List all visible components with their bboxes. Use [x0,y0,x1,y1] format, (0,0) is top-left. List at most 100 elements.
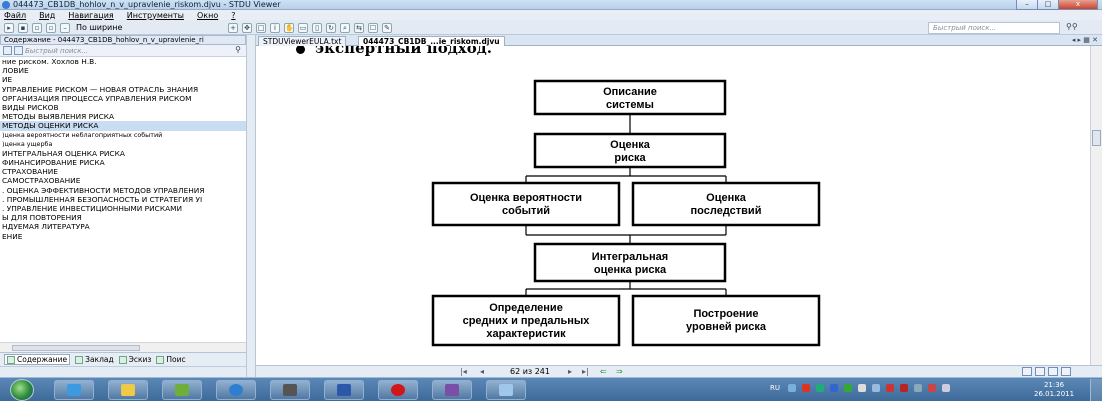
rotate-icon[interactable]: ↻ [326,22,336,33]
back-forward-icon[interactable]: ⇆ [354,22,364,33]
grid-view-icon[interactable] [1061,367,1071,376]
taskbar-terminal[interactable] [270,380,310,400]
language-indicator[interactable]: RU [770,384,780,392]
pan-icon[interactable]: ✥ [242,22,252,33]
zoom-in-icon[interactable]: + [228,22,238,33]
tray-alert-icon[interactable] [900,384,908,392]
tree-item[interactable]: . УПРАВЛЕНИЕ ИНВЕСТИЦИОННЫМИ РИСКАМИ [2,204,183,213]
tree-item[interactable]: МЕТОДЫ ОЦЕНКИ РИСКА [0,121,246,131]
two-page-icon[interactable]: ▯ [312,22,322,33]
first-page-icon[interactable]: |◂ [460,367,467,376]
hand-tool-icon[interactable]: ✋ [284,22,294,33]
next-page-icon[interactable]: ▸ [568,367,573,376]
start-button[interactable] [10,379,34,401]
tray-network-icon[interactable] [830,384,838,392]
tray-update-icon[interactable] [816,384,824,392]
find-icon[interactable]: ⌕ [340,22,350,33]
tab-contents[interactable]: Содержание [4,354,71,365]
tray-usb-icon[interactable] [858,384,866,392]
taskbar-explorer[interactable] [108,380,148,400]
tree-item[interactable]: ЕНИЕ [2,231,23,241]
single-page-icon[interactable]: ▭ [298,22,308,33]
single-page-view-icon[interactable] [1022,367,1032,376]
tray-display-icon[interactable] [872,384,880,392]
scroll-thumb[interactable] [1092,130,1101,146]
minimize-button[interactable]: – [1016,0,1038,10]
tray-opera-icon[interactable] [802,384,810,392]
copy-icon[interactable]: ▫ [32,22,42,33]
forward-icon[interactable]: ⇒ [616,367,623,376]
splitter[interactable] [246,35,256,377]
zoom-out-icon[interactable]: – [60,22,70,33]
quick-search-input[interactable]: Быстрый поиск... [928,22,1060,34]
taskbar-opera[interactable] [378,380,418,400]
tree-item[interactable]: Ы ДЛЯ ПОВТОРЕНИЯ [2,213,82,223]
scroll-thumb[interactable] [12,345,140,351]
open-folder-icon[interactable]: ▸ [4,22,14,33]
tray-keyboard-icon[interactable] [788,384,796,392]
info-icon[interactable]: i [270,22,280,33]
clock[interactable]: 21:36 26.01.2011 [1034,381,1074,399]
tray-skype-icon[interactable] [844,384,852,392]
taskbar-media-player[interactable] [54,380,94,400]
tree-item[interactable]: ОРГАНИЗАЦИЯ ПРОЦЕССА УПРАВЛЕНИЯ РИСКОМ [2,93,192,103]
menu-view[interactable]: Вид [39,10,56,20]
facing-view-icon[interactable] [1048,367,1058,376]
tab-thumbnails[interactable]: Эскиз [118,355,151,364]
prev-page-icon[interactable]: ◂ [480,367,485,376]
tree-item[interactable]: ние риском. Хохлов Н.В. [2,57,97,66]
tree-item[interactable]: УПРАВЛЕНИЕ РИСКОМ — НОВАЯ ОТРАСЛЬ ЗНАНИЯ [2,84,199,94]
collapse-all-icon[interactable] [14,46,23,55]
tray-power-icon[interactable] [914,384,922,392]
tree-item[interactable]: . ОЦЕНКА ЭФФЕКТИВНОСТИ МЕТОДОВ УПРАВЛЕНИ… [2,185,205,195]
tree-item[interactable]: ВИДЫ РИСКОВ [2,102,59,112]
show-desktop-button[interactable] [1090,379,1102,401]
tab-djvu[interactable]: 044473_CB1DB_...ie_riskom.djvu [358,36,505,46]
tree-item[interactable]: ЛОВИЕ [2,66,29,76]
tree-item[interactable]: СТРАХОВАНИЕ [2,167,58,177]
tree-item[interactable]: НДУЕМАЯ ЛИТЕРАТУРА [2,222,90,232]
continuous-view-icon[interactable] [1035,367,1045,376]
tree-item[interactable]: )ценка ущерба [2,139,53,148]
document-vscrollbar[interactable] [1090,46,1102,365]
tray-battery-icon[interactable] [928,384,936,392]
sidebar-search-input[interactable]: Быстрый поиск... [25,47,89,55]
fit-mode-select[interactable]: По ширине [76,23,123,32]
tree-item[interactable]: )ценка вероятности неблагоприятных событ… [2,130,163,139]
page-counter[interactable]: 62 из 241 [510,367,550,376]
close-button[interactable]: x [1058,0,1098,10]
maximize-button[interactable]: □ [1037,0,1059,10]
search-binoculars-icon[interactable]: ⚲⚲ [1066,22,1078,31]
tab-eula[interactable]: STDUViewerEULA.txt [258,36,347,46]
tab-scroll-controls[interactable]: ◂ ▸ ▦ ✕ [1071,36,1098,44]
expand-all-icon[interactable] [3,46,12,55]
tray-volume-icon[interactable] [942,384,950,392]
paste-icon[interactable]: ▫ [46,22,56,33]
last-page-icon[interactable]: ▸| [582,367,589,376]
taskbar-word[interactable] [324,380,364,400]
menu-file[interactable]: Файл [4,10,27,20]
tab-bookmarks[interactable]: Заклад [75,355,114,364]
tray-antivirus-icon[interactable] [886,384,894,392]
tab-search[interactable]: Поис [156,355,186,364]
taskbar-paint[interactable] [162,380,202,400]
tree-item[interactable]: ИНТЕГРАЛЬНАЯ ОЦЕНКА РИСКА [2,148,125,158]
tree-item[interactable]: ФИНАНСИРОВАНИЕ РИСКА [2,158,105,168]
taskbar-stdu-viewer[interactable] [486,380,526,400]
bookmark-icon[interactable]: ☐ [368,22,378,33]
menu-navigation[interactable]: Навигация [68,10,114,20]
tree-item[interactable]: МЕТОДЫ ВЫЯВЛЕНИЯ РИСКА [2,112,115,122]
menu-window[interactable]: Окно [196,10,219,20]
sidebar-search-icon[interactable]: ⚲ [235,45,241,54]
fit-page-icon[interactable]: □ [256,22,266,33]
print-icon[interactable]: ▪ [18,22,28,33]
menu-help[interactable]: ? [231,10,236,20]
sidebar-hscrollbar[interactable] [0,342,246,352]
tree-item[interactable]: ИЕ [2,75,13,85]
taskbar-ie[interactable] [216,380,256,400]
back-icon[interactable]: ⇐ [600,367,607,376]
tree-item[interactable]: САМОСТРАХОВАНИЕ [2,176,81,186]
tree-item[interactable]: . ПРОМЫШЛЕННАЯ БЕЗОПАСНОСТЬ И СТРАТЕГИЯ … [2,194,203,204]
taskbar-winrar[interactable] [432,380,472,400]
settings-icon[interactable]: ✎ [382,22,392,33]
